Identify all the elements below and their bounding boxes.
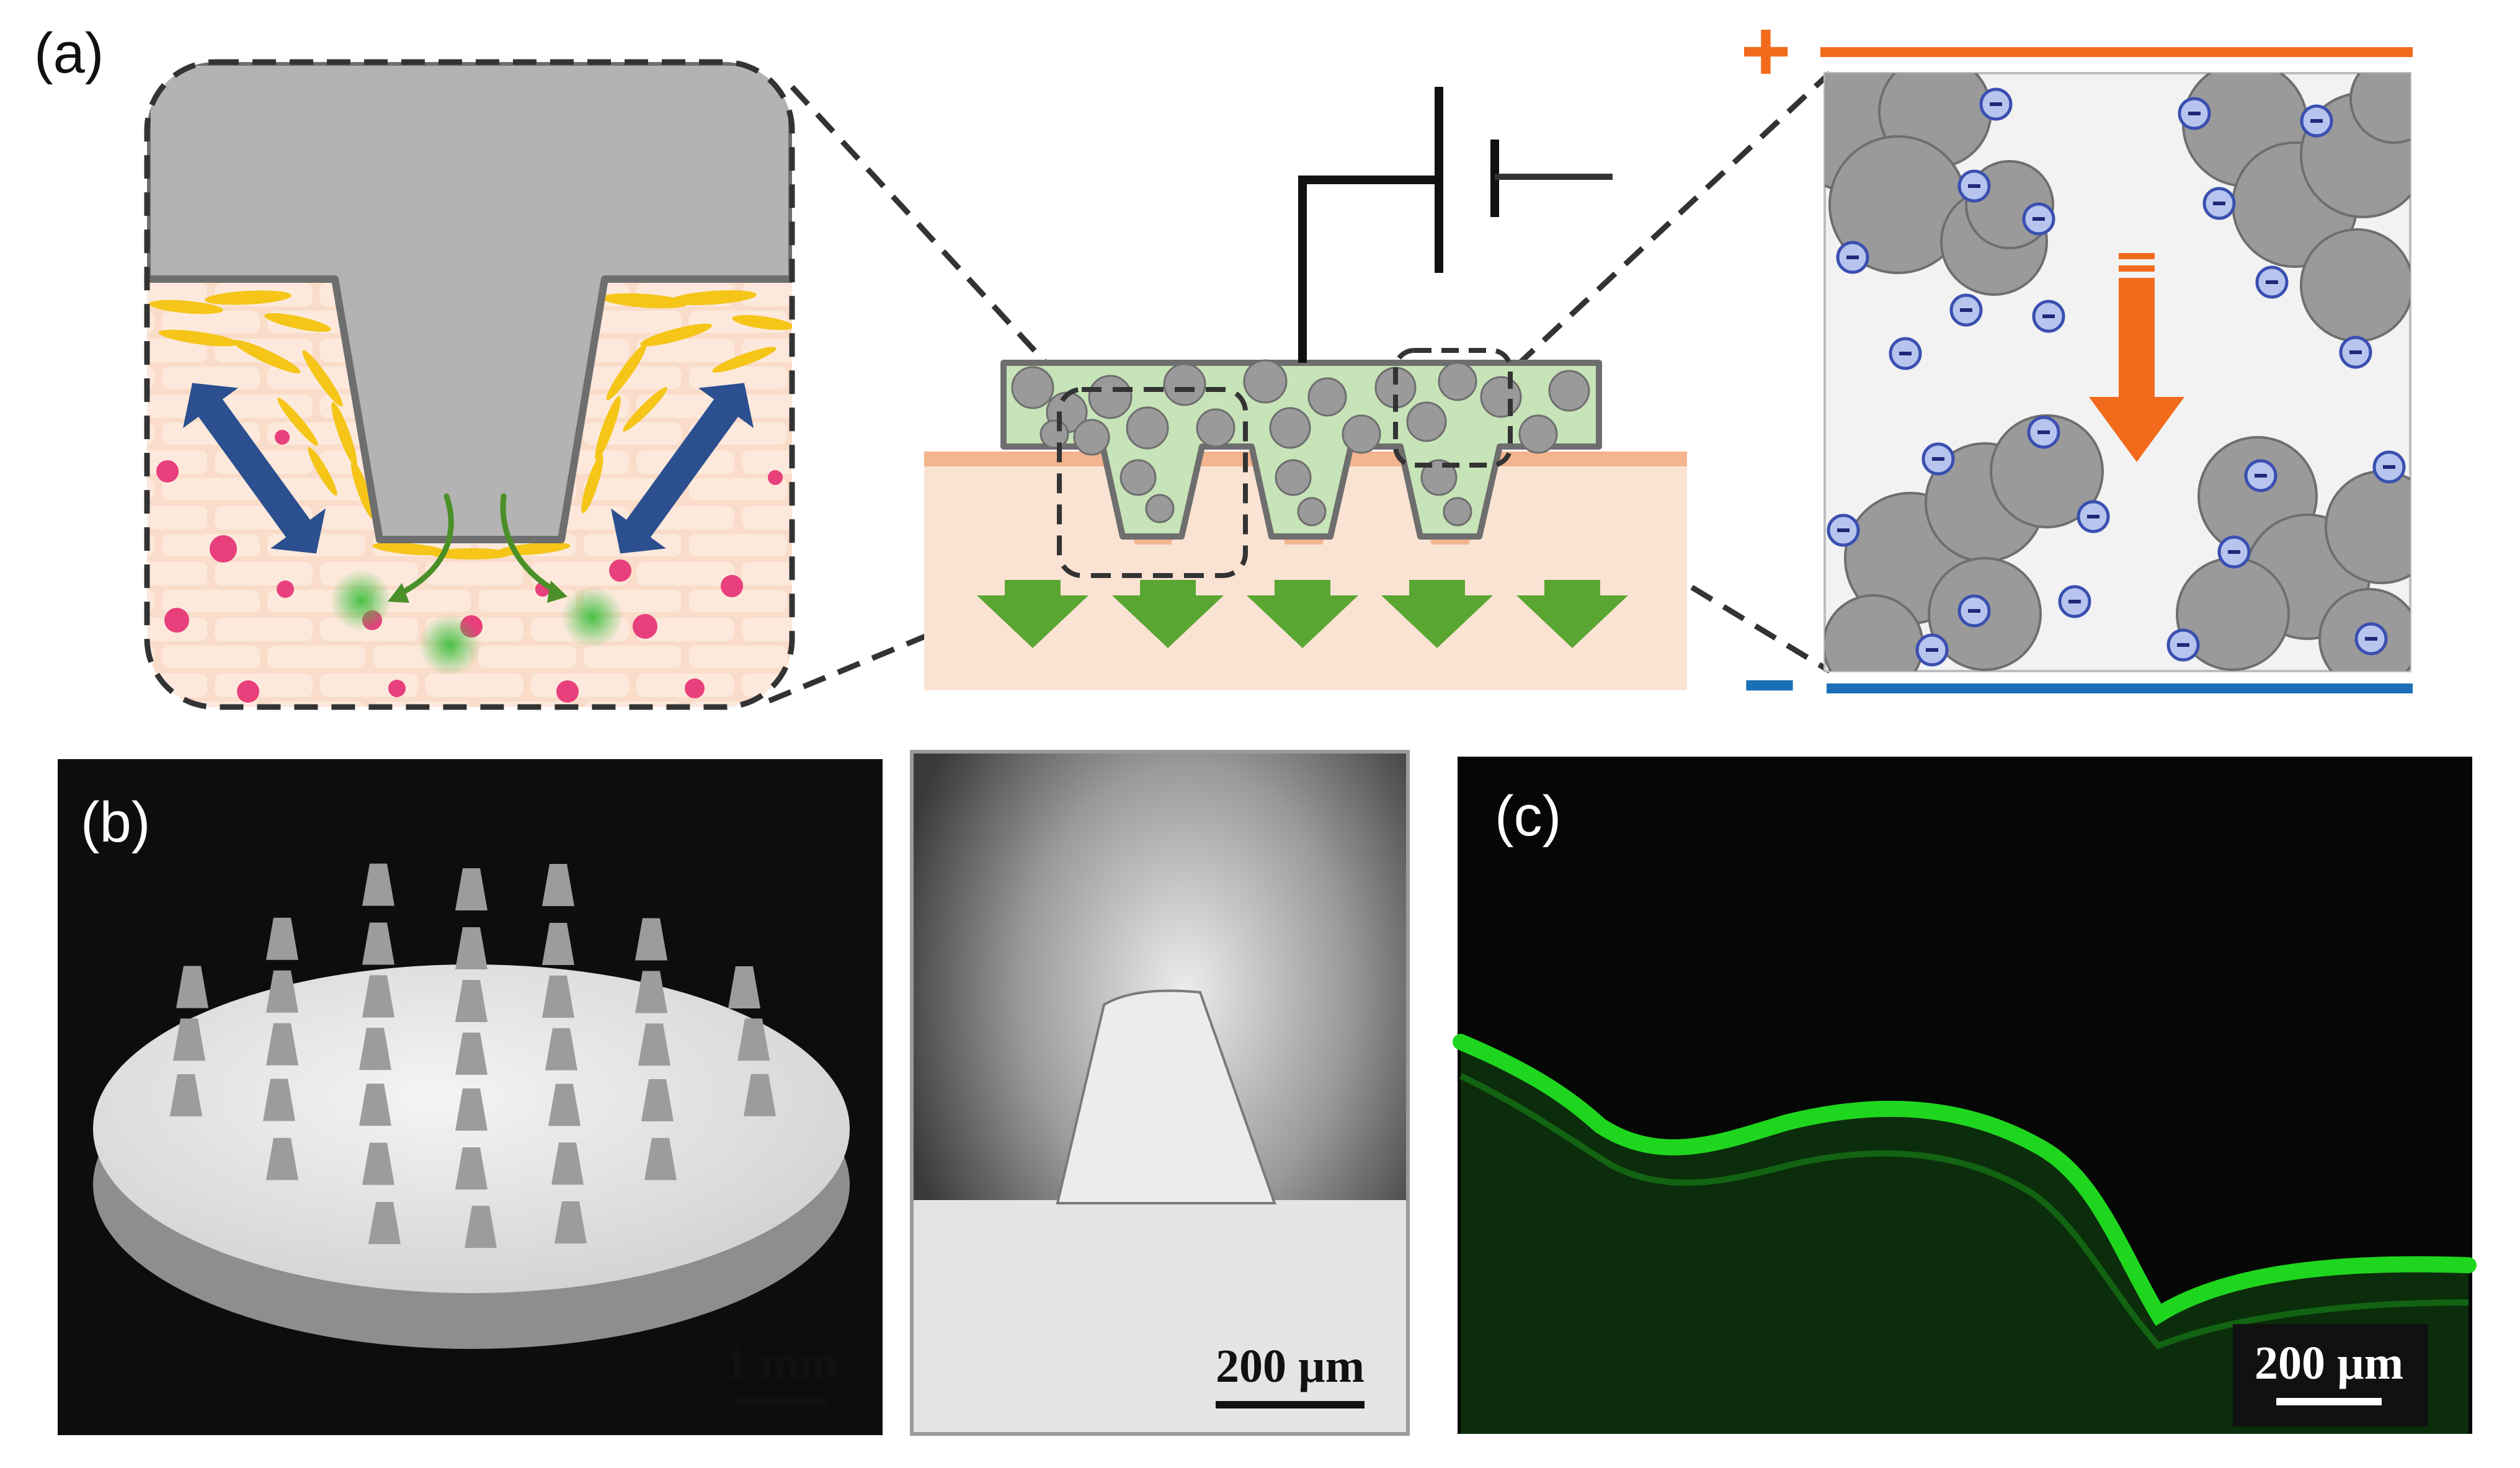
scale-bar-b-right-line bbox=[1216, 1401, 1365, 1408]
needle-spike bbox=[266, 917, 298, 960]
needle-spike bbox=[465, 1206, 497, 1248]
anode-sign: + bbox=[1740, 2, 1791, 99]
panel-label-b: (b) bbox=[81, 791, 151, 854]
needle-spike bbox=[641, 1079, 674, 1121]
needle-spike bbox=[455, 1147, 488, 1190]
needle-spike bbox=[542, 976, 574, 1018]
cathode-sign: − bbox=[1742, 632, 1797, 736]
stratum-corneum-layer bbox=[149, 290, 792, 559]
drug-flux-arrows bbox=[977, 580, 1628, 648]
scale-bar-b-left-label: 1 mm bbox=[724, 1337, 839, 1389]
needle-spike bbox=[455, 868, 488, 910]
needle-spike bbox=[368, 1202, 401, 1244]
photo-single-needle bbox=[910, 750, 1410, 1436]
electroosmosis-inset: + − bbox=[1740, 2, 2413, 736]
needle-spike bbox=[542, 923, 574, 965]
needle-spike bbox=[545, 1028, 577, 1070]
battery-symbol-icon bbox=[1298, 87, 1613, 363]
needle-spikes bbox=[170, 863, 776, 1248]
needle-spike bbox=[744, 1074, 776, 1116]
panel-label-c: (c) bbox=[1495, 785, 1562, 848]
microneedle-tip bbox=[147, 62, 792, 543]
needle-spike bbox=[359, 1028, 391, 1070]
needle-spike bbox=[455, 1088, 488, 1131]
needle-spike bbox=[173, 1018, 205, 1061]
needle-spike bbox=[362, 863, 394, 906]
needle-spike bbox=[554, 1201, 587, 1243]
scale-bar-c-label: 200 µm bbox=[2254, 1337, 2404, 1389]
skin-deformation-arrows bbox=[182, 383, 754, 554]
scale-bar-b-left: 1 mm bbox=[704, 1340, 859, 1405]
fluorescence-image bbox=[1453, 757, 2477, 1434]
needle-spike bbox=[635, 971, 667, 1013]
zoom-inset-needle-tip bbox=[147, 62, 792, 707]
needle-spike bbox=[176, 966, 208, 1008]
down-arrow-icon bbox=[2089, 253, 2184, 462]
needle-spike bbox=[737, 1018, 770, 1061]
panel-label-a: (a) bbox=[34, 22, 104, 85]
scale-bar-b-right-label: 200 µm bbox=[1215, 1340, 1365, 1392]
scale-bar-c: 200 µm bbox=[2239, 1340, 2419, 1405]
needle-spike bbox=[362, 1142, 394, 1185]
needle-spike bbox=[728, 966, 760, 1008]
release-arrows bbox=[394, 493, 561, 598]
needle-spike bbox=[455, 980, 488, 1022]
scale-bar-c-line bbox=[2276, 1398, 2382, 1405]
minus-charge-icons bbox=[1827, 87, 2406, 667]
particle-cluster bbox=[2176, 436, 2410, 671]
needle-spike bbox=[266, 1137, 298, 1180]
needle-spike bbox=[362, 975, 394, 1018]
needle-spike bbox=[638, 1023, 670, 1066]
needle-spike bbox=[635, 918, 667, 961]
needle-spike bbox=[266, 970, 298, 1013]
needle-spike bbox=[455, 1033, 488, 1075]
needle-spike bbox=[548, 1083, 581, 1126]
scale-bar-c-bg bbox=[2233, 1324, 2428, 1426]
needle-spike bbox=[263, 1079, 295, 1121]
scale-bar-b-left-line bbox=[735, 1398, 828, 1405]
needle-spike bbox=[542, 864, 574, 906]
needle-spike bbox=[170, 1074, 202, 1116]
needle-spike bbox=[359, 1083, 391, 1126]
released-drug-blobs bbox=[330, 569, 623, 676]
needle-spike bbox=[551, 1142, 584, 1185]
zoom-inset-frame bbox=[144, 59, 795, 710]
particle-callout-box bbox=[1393, 348, 1513, 468]
needle-spike bbox=[362, 922, 394, 965]
device-schematic bbox=[924, 87, 1687, 690]
needle-callout-box bbox=[1057, 387, 1248, 578]
needle-spike bbox=[266, 1023, 298, 1065]
needle-spike bbox=[644, 1137, 677, 1180]
panel-label-b-bg bbox=[78, 778, 202, 878]
needle-spike bbox=[455, 927, 488, 969]
particle-cluster bbox=[1825, 73, 2054, 296]
scale-bar-b-right: 200 µm bbox=[1200, 1343, 1380, 1408]
